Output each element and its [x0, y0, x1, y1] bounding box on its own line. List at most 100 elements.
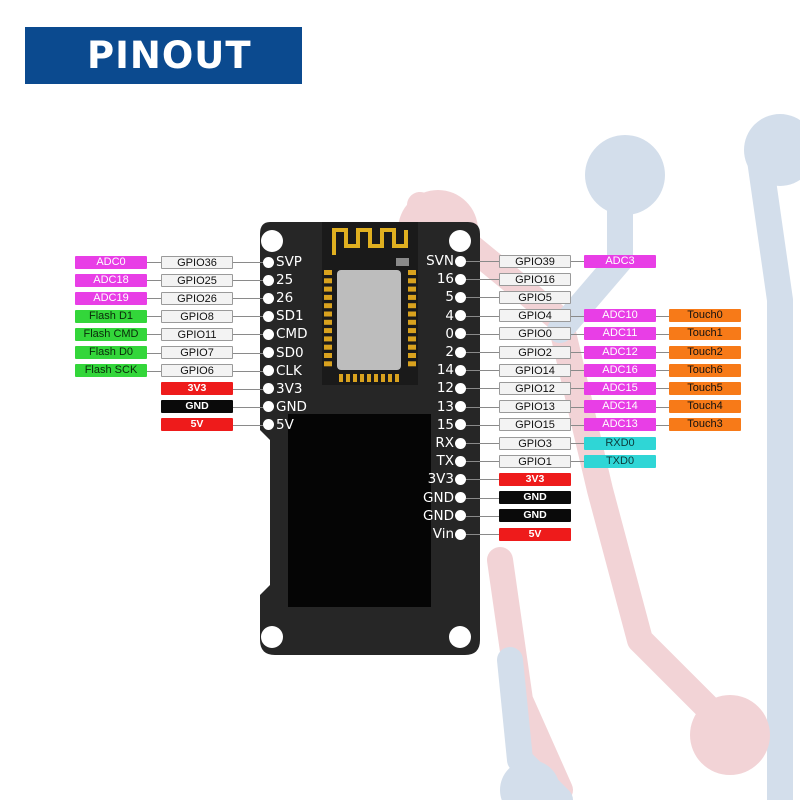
- leader-right-1-5: [571, 352, 584, 353]
- pin-name-right-2: 5: [445, 289, 454, 306]
- pad-right-5: [408, 311, 416, 317]
- pad-left-7: [324, 328, 332, 334]
- leader-right-a-2: [466, 297, 499, 299]
- leader-left-b-2: [233, 298, 263, 300]
- mounting-hole-bottom-right: [449, 626, 471, 648]
- pad-left-10: [324, 353, 332, 358]
- pin-left-5: [263, 347, 274, 358]
- pin-name-right-5: 2: [445, 344, 454, 360]
- pin-right-8: [455, 401, 466, 413]
- pad-right-4: [408, 303, 416, 309]
- tag-right-9-gpio: GPIO15: [499, 418, 571, 432]
- tag-left-2-gpio: GPIO26: [161, 291, 233, 305]
- leader-right-2-5: [656, 352, 669, 353]
- leader-right-a-8: [466, 406, 499, 408]
- pin-name-right-6: 14: [436, 362, 454, 379]
- pad-left-5: [324, 311, 332, 317]
- tag-right-3-touch: Touch0: [669, 309, 741, 323]
- pin-name-left-6: CLK: [276, 362, 302, 379]
- pad-right-8: [408, 336, 416, 342]
- pad-bottom-2: [353, 374, 357, 382]
- pin-name-right-15: Vin: [432, 526, 454, 542]
- leader-left-b-4: [233, 334, 263, 336]
- pad-bottom-1: [346, 374, 350, 382]
- pad-right-1: [408, 278, 416, 284]
- pad-right-9: [408, 344, 416, 350]
- leader-left-b-6: [233, 370, 263, 372]
- tag-right-5-gpio: GPIO2: [499, 345, 571, 359]
- tag-left-2-adc: ADC19: [75, 291, 147, 305]
- leader-left-a-5: [147, 352, 161, 354]
- tag-right-8-adc: ADC14: [584, 400, 656, 414]
- pad-bottom-5: [374, 374, 378, 382]
- leader-right-1-3: [571, 315, 584, 317]
- tag-right-7-gpio: GPIO12: [499, 381, 571, 395]
- pin-name-right-4: 0: [445, 325, 454, 342]
- pad-right-3: [408, 294, 416, 300]
- pin-name-left-4: CMD: [276, 326, 308, 343]
- leader-right-a-0: [466, 261, 499, 262]
- leader-right-2-6: [656, 370, 669, 372]
- tag-right-10-uart: RXD0: [584, 436, 656, 450]
- leader-right-1-11: [571, 461, 584, 463]
- pad-left-1: [324, 278, 332, 284]
- pad-bottom-6: [381, 374, 385, 382]
- pin-right-2: [455, 291, 466, 303]
- pad-bottom-0: [339, 374, 343, 382]
- pad-left-8: [324, 336, 332, 342]
- module-castellated-pads: [324, 270, 416, 382]
- pad-right-7: [408, 328, 416, 334]
- tag-left-0-gpio: GPIO36: [161, 255, 233, 269]
- mounting-hole-bottom-left: [261, 626, 283, 648]
- pin-left-0: [263, 256, 274, 268]
- leader-left-b-9: [233, 424, 263, 426]
- pin-left-1: [263, 274, 274, 286]
- leader-right-a-9: [466, 424, 499, 426]
- tag-right-11-gpio: GPIO1: [499, 454, 571, 468]
- pin-name-right-12: 3V3: [427, 471, 454, 488]
- tag-left-3-flash: Flash D1: [75, 309, 147, 323]
- antenna-trace: [332, 228, 408, 255]
- tag-right-2-gpio: GPIO5: [499, 290, 571, 304]
- leader-right-1-4: [571, 333, 584, 335]
- pin-name-left-3: SD1: [276, 308, 304, 325]
- tag-left-6-gpio: GPIO6: [161, 364, 233, 378]
- pin-right-6: [455, 364, 466, 376]
- leader-right-1-6: [571, 370, 584, 372]
- tag-right-7-touch: Touch5: [669, 381, 741, 395]
- tag-right-12-power: 3V3: [499, 472, 571, 486]
- pin-name-right-1: 16: [436, 271, 454, 288]
- tag-left-5-flash: Flash D0: [75, 346, 147, 359]
- tag-right-11-uart: TXD0: [584, 454, 656, 468]
- pad-left-4: [324, 303, 332, 309]
- pad-left-0: [324, 270, 332, 275]
- tag-right-8-touch: Touch4: [669, 400, 741, 414]
- pad-bottom-3: [360, 374, 364, 382]
- pin-name-left-7: 3V3: [276, 380, 303, 397]
- deco-node-red-2: [690, 695, 770, 775]
- pin-name-right-13: GND: [423, 489, 454, 506]
- deco-node-blue-3: [500, 760, 560, 800]
- tag-left-4-gpio: GPIO11: [161, 327, 233, 341]
- pin-left-7: [263, 383, 274, 395]
- leader-right-a-10: [466, 443, 499, 444]
- tag-right-3-adc: ADC10: [584, 309, 656, 323]
- pin-left-2: [263, 292, 274, 304]
- pad-right-0: [408, 270, 416, 275]
- pin-left-8: [263, 401, 274, 413]
- leader-right-a-5: [466, 352, 499, 353]
- tag-left-0-adc: ADC0: [75, 255, 147, 269]
- tag-left-1-gpio: GPIO25: [161, 273, 233, 287]
- pin-right-10: [455, 437, 466, 449]
- tag-right-9-touch: Touch3: [669, 418, 741, 432]
- leader-left-b-8: [233, 406, 263, 408]
- pin-right-9: [455, 419, 466, 431]
- pin-right-4: [455, 328, 466, 340]
- leader-right-a-13: [466, 497, 499, 499]
- pin-left-3: [263, 310, 274, 322]
- leader-right-a-14: [466, 515, 499, 517]
- leader-right-1-8: [571, 406, 584, 408]
- leader-left-a-3: [147, 316, 161, 318]
- tag-right-15-power: 5V: [499, 527, 571, 541]
